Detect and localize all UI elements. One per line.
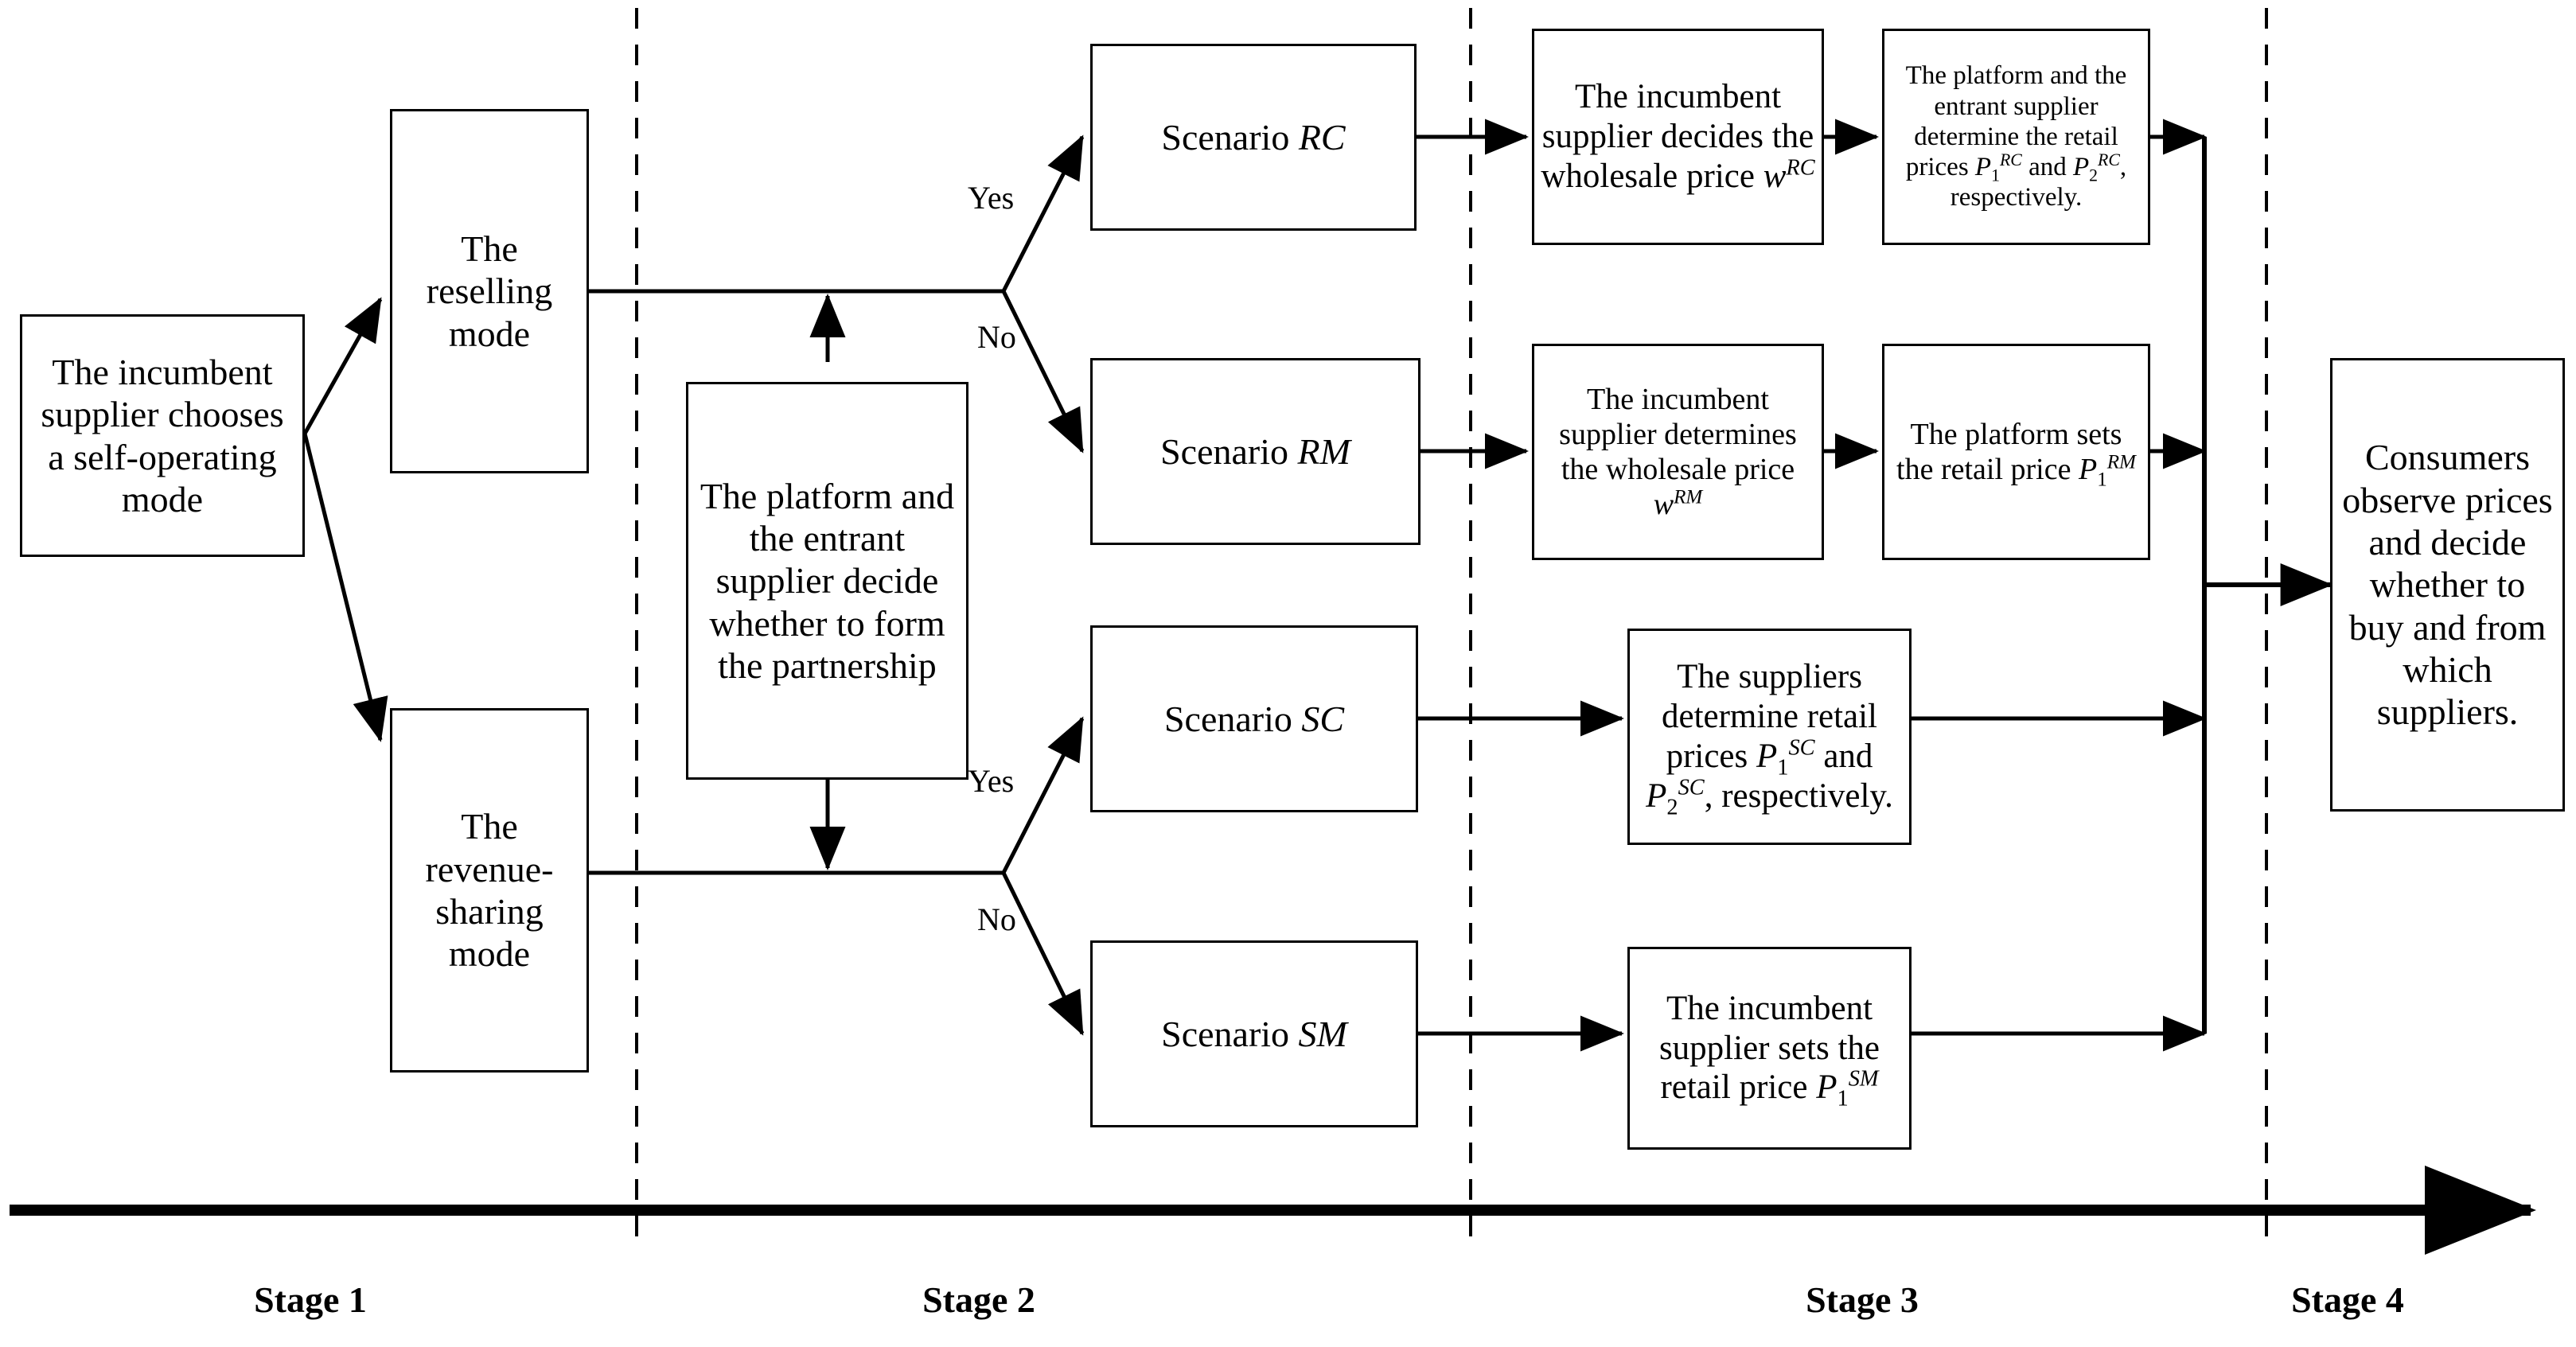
node-consumers[interactable]: Consumers observe prices and decide whet…: [2330, 358, 2565, 812]
node-rm-step2[interactable]: The platform sets the retail price P1RM: [1882, 344, 2150, 560]
edge-incumbent-to-revenue-sharing: [302, 433, 388, 742]
node-sc-step1[interactable]: The suppliers determine retail prices P1…: [1627, 629, 1912, 845]
stage-label-2: Stage 2: [922, 1279, 1035, 1320]
node-rm-step1[interactable]: The incumbent supplier determines the wh…: [1532, 344, 1824, 560]
edge-branch-top-yes: [1001, 134, 1085, 293]
stage-label-3: Stage 3: [1806, 1279, 1919, 1320]
node-sm-step1[interactable]: The incumbent supplier sets the retail p…: [1627, 947, 1912, 1150]
edge-label-yes-bottom: Yes: [968, 763, 1015, 799]
stage-label-4: Stage 4: [2291, 1279, 2404, 1320]
edge-incumbent-to-reselling: [302, 297, 383, 435]
node-scenario-rc[interactable]: Scenario RC: [1090, 44, 1417, 231]
node-scenario-sc[interactable]: Scenario SC: [1090, 625, 1418, 812]
node-partnership-decision[interactable]: The platform and the entrant supplier de…: [686, 382, 968, 780]
node-scenario-sm[interactable]: Scenario SM: [1090, 940, 1418, 1127]
node-rc-step2[interactable]: The platform and the entrant supplier de…: [1882, 29, 2150, 245]
edge-branch-bottom-yes: [1001, 716, 1085, 874]
node-rc-step1[interactable]: The incumbent supplier decides the whole…: [1532, 29, 1824, 245]
edge-branch-bottom-no: [1001, 871, 1085, 1036]
node-revenue-sharing-mode[interactable]: The revenue-sharing mode: [390, 708, 589, 1073]
edge-label-yes-top: Yes: [968, 180, 1015, 216]
stage-label-1: Stage 1: [254, 1279, 367, 1320]
edge-label-no-top: No: [977, 319, 1016, 355]
node-incumbent-choice[interactable]: The incumbent supplier chooses a self-op…: [20, 314, 305, 557]
edge-label-no-bottom: No: [977, 901, 1016, 937]
node-scenario-rm[interactable]: Scenario RM: [1090, 358, 1421, 545]
node-reselling-mode[interactable]: The reselling mode: [390, 109, 589, 473]
edge-branch-top-no: [1001, 290, 1085, 454]
